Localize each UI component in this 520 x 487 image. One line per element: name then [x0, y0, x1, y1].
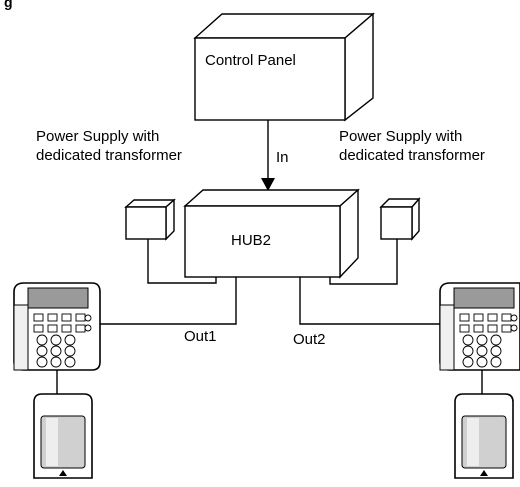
- figure-label: g: [4, 0, 13, 10]
- control-panel-box: [193, 12, 375, 122]
- out1-label: Out1: [184, 328, 217, 345]
- hub-box: [183, 188, 360, 279]
- motion-detector-left: [33, 393, 93, 479]
- motion-detector-right: [454, 393, 514, 479]
- out1-wire: [96, 277, 237, 325]
- in-arrow-icon: [261, 178, 275, 191]
- out2-wire: [299, 277, 440, 325]
- keypad-left: [13, 282, 101, 371]
- control-panel-label: Control Panel: [205, 52, 296, 69]
- power-supply-left-line2: dedicated transformer: [36, 147, 182, 164]
- keypad-right: [439, 282, 520, 371]
- power-supply-left-line1: Power Supply with: [36, 128, 160, 145]
- hub-label: HUB2: [231, 232, 272, 249]
- power-supply-right-line2: dedicated transformer: [339, 147, 485, 164]
- power-wire-right: [329, 239, 398, 285]
- power-wire-left: [147, 239, 217, 284]
- power-supply-right-box: [379, 197, 421, 241]
- power-supply-right-line1: Power Supply with: [339, 128, 463, 145]
- power-supply-left-box: [124, 198, 176, 241]
- out2-label: Out2: [293, 331, 326, 348]
- in-label: In: [276, 149, 289, 166]
